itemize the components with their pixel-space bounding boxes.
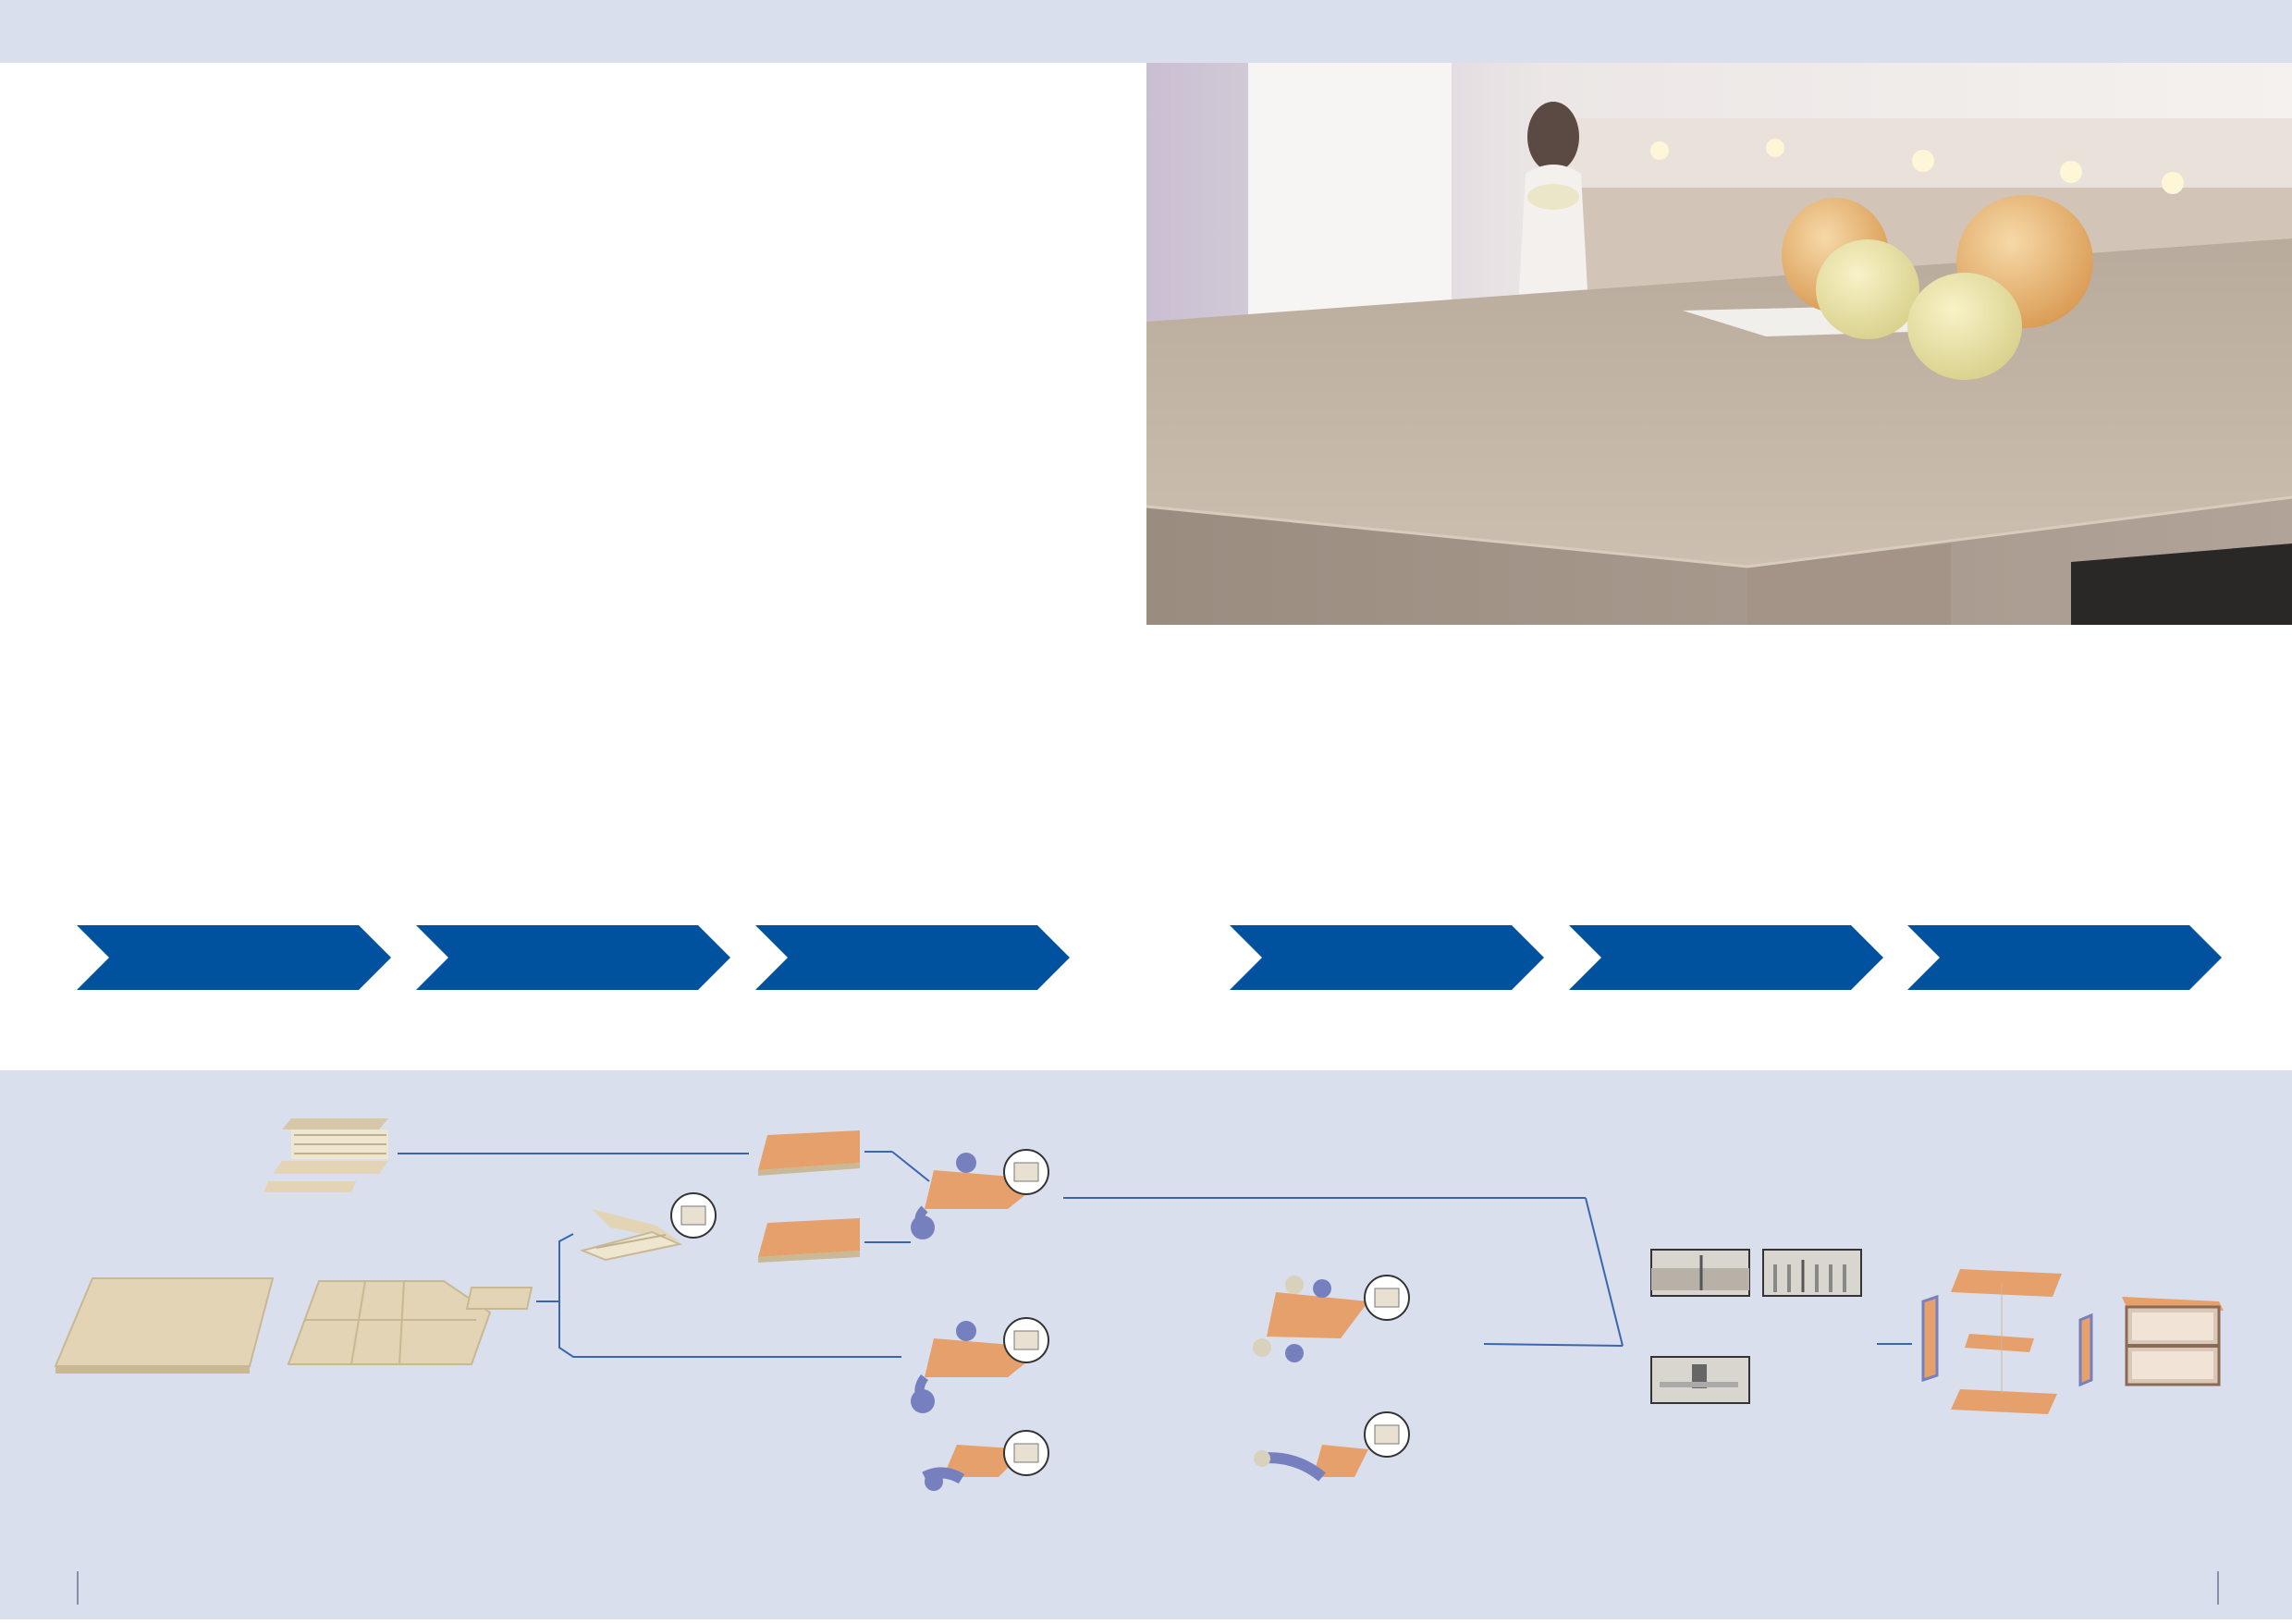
fastener-detail-2 [1762,1249,1862,1297]
drilled-part-2 [1254,1445,1368,1482]
cut-panel-icon [287,1280,533,1365]
page-rule-right [2217,1571,2219,1605]
process-step-2 [416,925,730,990]
fastener-detail-3 [1650,1356,1750,1404]
stacked-board-icon [264,1118,388,1192]
process-step-4 [1230,925,1544,990]
process-step-6 [1907,925,2222,990]
laminated-board-2 [758,1218,860,1263]
raw-panel-icon [54,1277,275,1374]
production-flow-diagram [0,1070,2292,1619]
magnifier-detail-icon [1003,1430,1049,1476]
process-step-5 [1569,925,1883,990]
top-band [0,0,2292,63]
magnifier-detail-icon [1364,1411,1410,1458]
kitchen-countertop-photo [1146,63,2292,625]
laminated-board-1 [758,1130,860,1176]
process-step-3 [755,925,1070,990]
magnifier-detail-icon [1003,1317,1049,1363]
cabinet-assembly-icon [1921,1269,2093,1414]
magnifier-detail-icon [1003,1149,1049,1195]
cabinet-finished-icon [2122,1297,2224,1386]
magnifier-detail-icon [1364,1275,1410,1321]
page-rule-left [77,1571,79,1605]
honeycomb-pieces-icon [579,1209,683,1262]
flow-connectors [398,1151,1912,1358]
fastener-detail-1 [1650,1249,1750,1297]
magnifier-detail-icon [670,1192,717,1239]
drilled-part-1 [1253,1276,1368,1362]
process-step-1 [77,925,391,990]
